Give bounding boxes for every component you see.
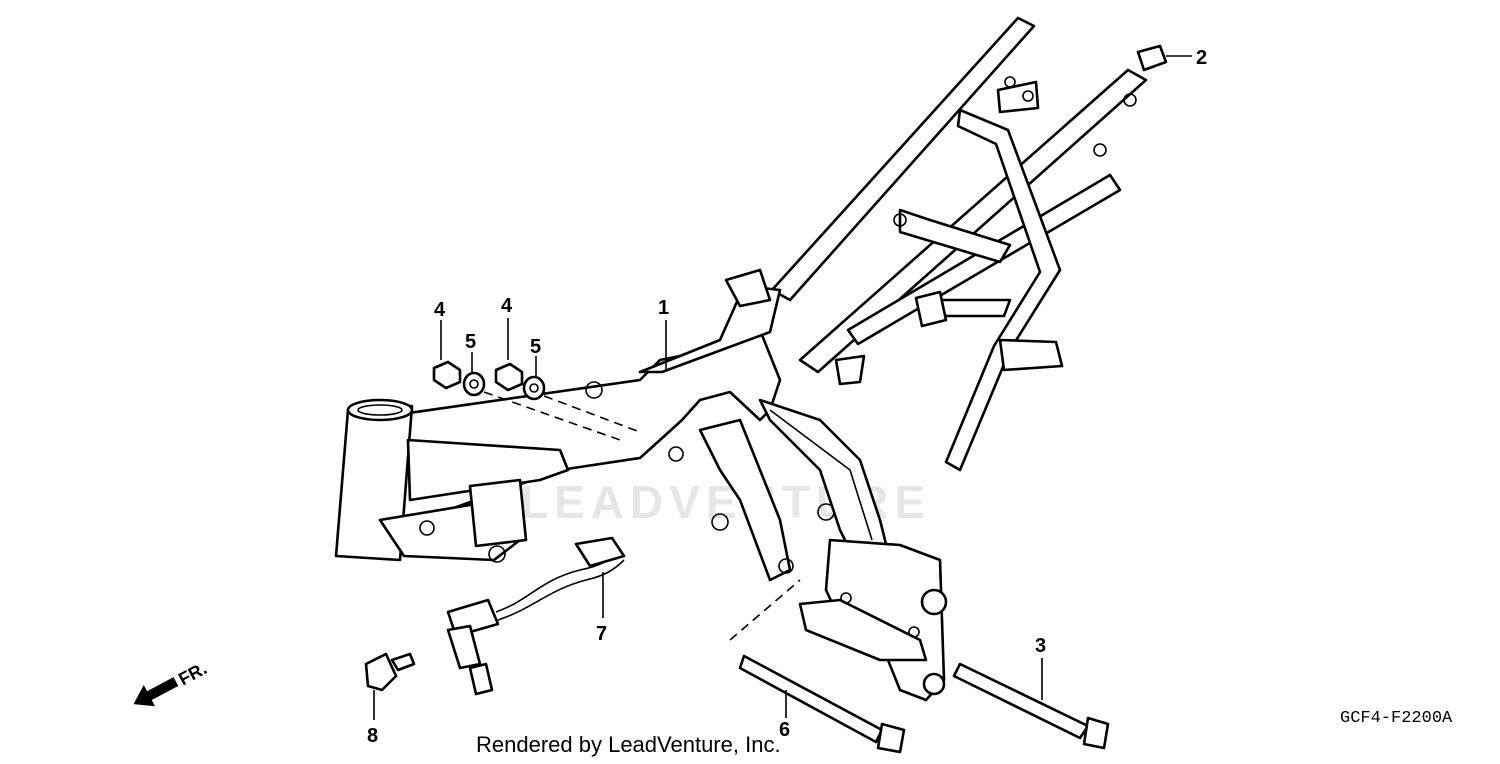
callout-2: 2 bbox=[1196, 47, 1207, 69]
callout-1: 1 bbox=[658, 297, 669, 319]
washer-icon bbox=[522, 375, 546, 401]
pivot-bolt-part bbox=[729, 579, 906, 754]
callout-5b: 5 bbox=[530, 336, 541, 358]
ignition-switch-part bbox=[446, 536, 626, 696]
nut-icon bbox=[432, 360, 462, 390]
callout-4b: 4 bbox=[501, 295, 513, 317]
long-bolt-part bbox=[952, 662, 1110, 750]
front-arrow-icon: FR. bbox=[133, 658, 210, 707]
callout-4a: 4 bbox=[434, 299, 446, 321]
front-label: FR. bbox=[175, 658, 210, 689]
frame-body bbox=[334, 16, 1148, 702]
callout-6: 6 bbox=[779, 719, 790, 741]
callout-5a: 5 bbox=[465, 331, 476, 353]
credit-text: Rendered by LeadVenture, Inc. bbox=[476, 732, 781, 757]
callout-3: 3 bbox=[1035, 635, 1046, 657]
diagram-code: GCF4-F2200A bbox=[1340, 709, 1453, 728]
nut-washer-set bbox=[432, 360, 641, 441]
callout-7: 7 bbox=[596, 623, 607, 645]
callout-8: 8 bbox=[367, 725, 378, 747]
nut-icon bbox=[494, 362, 524, 392]
cap-part bbox=[1136, 44, 1168, 72]
key-part bbox=[364, 652, 416, 692]
washer-icon bbox=[462, 371, 486, 397]
callout-leaders bbox=[373, 55, 1192, 720]
